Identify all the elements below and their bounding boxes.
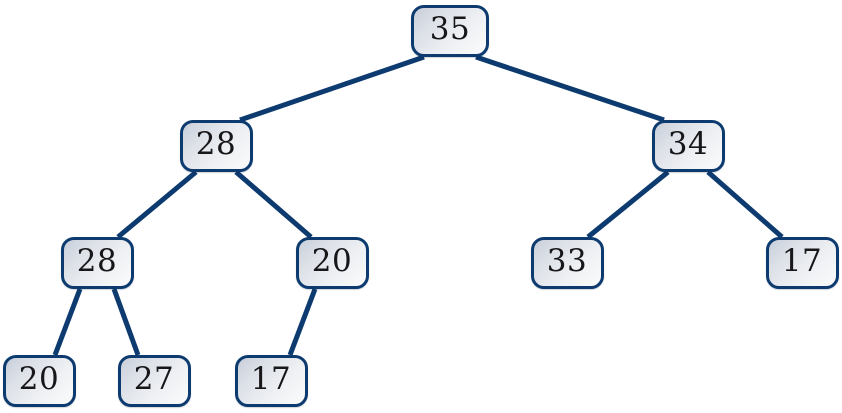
tree-edge [586, 170, 670, 239]
tree-node[interactable]: 34 [651, 120, 725, 172]
tree-node[interactable]: 20 [295, 237, 369, 289]
tree-node-label: 35 [429, 11, 471, 47]
tree-node[interactable]: 35 [411, 5, 489, 57]
tree-edge [52, 288, 83, 356]
tree-edge [475, 54, 665, 123]
tree-node-label: 17 [250, 361, 292, 397]
tree-edge [706, 170, 784, 239]
tree-edge [287, 288, 318, 356]
tree-node[interactable]: 28 [60, 237, 134, 289]
tree-node-label: 34 [667, 126, 709, 162]
tree-node[interactable]: 27 [117, 355, 191, 407]
tree-node-label: 20 [311, 243, 353, 279]
tree-node-label: 27 [133, 361, 175, 397]
tree-node[interactable]: 33 [530, 237, 604, 289]
tree-edge [234, 170, 313, 239]
tree-node[interactable]: 17 [234, 355, 308, 407]
tree-node[interactable]: 17 [765, 237, 839, 289]
tree-node-label: 28 [195, 126, 237, 162]
tree-node-label: 28 [76, 243, 118, 279]
tree-edge [111, 288, 141, 356]
tree-node[interactable]: 28 [179, 120, 253, 172]
tree-edge [116, 170, 198, 239]
tree-edge [239, 54, 425, 123]
tree-node-label: 17 [781, 243, 823, 279]
tree-node[interactable]: 20 [2, 355, 76, 407]
tree-node-label: 20 [18, 361, 60, 397]
tree-node-label: 33 [546, 243, 588, 279]
